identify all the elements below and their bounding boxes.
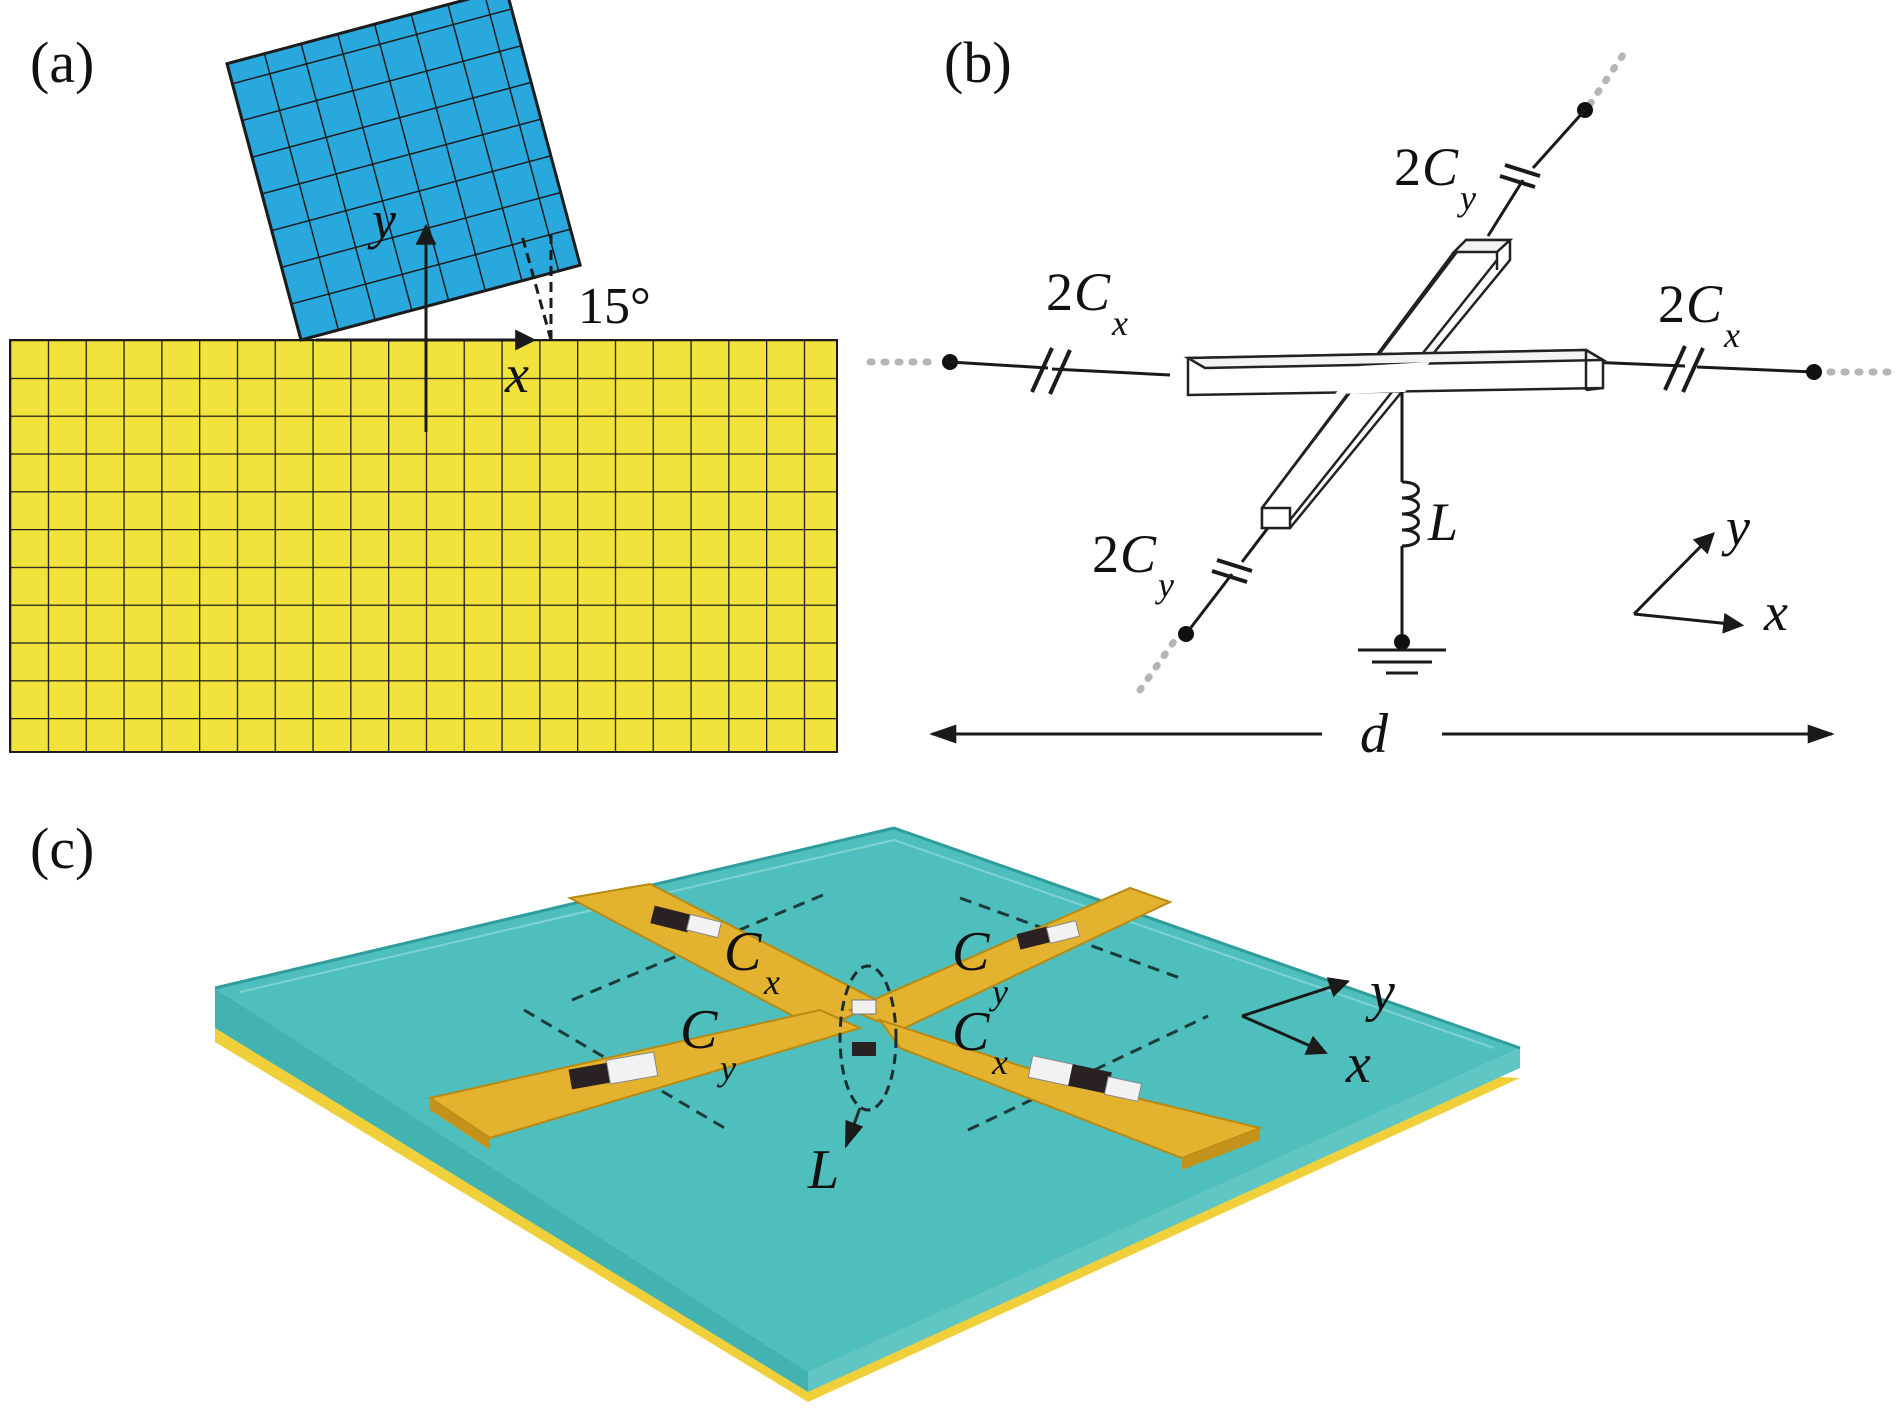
angle-indicator: 15° [519,228,651,341]
cap-c-ll-subscript: y [717,1048,736,1088]
cap-label-c-ul: C x [724,921,780,1002]
cap-left-symbol: C [1074,262,1111,322]
period-label: d [1360,703,1389,765]
unit-cell-guides [523,890,1209,1132]
cross-strip-resonator [1183,238,1608,530]
cap-right-subscript: x [1723,315,1740,355]
cap-c-ur-symbol: C [952,921,990,983]
cap-top-coef: 2 [1394,137,1421,197]
cap-left-coef: 2 [1046,262,1073,322]
panel-c-label: (c) [30,816,94,881]
axes-a: x y [316,190,537,432]
cap-c-ll-symbol: C [680,999,718,1061]
substrate-top [215,828,1520,1372]
chip-capacitor-ur [1016,920,1081,950]
cap-label-c-lr: C x [952,1001,1008,1082]
cap-label-bottom: 2 C y [1092,524,1174,605]
cap-label-top: 2 C y [1394,137,1476,218]
axes-c: y x [1241,961,1395,1095]
right-branch-wire [1587,345,1822,393]
cap-c-lr-symbol: C [952,1001,990,1063]
axis-y-label-c: y [1365,961,1395,1023]
bottom-lattice [9,339,838,753]
substrate-right-face [808,1048,1520,1392]
cap-top-subscript: y [1457,178,1476,218]
angle-label: 15° [578,278,651,335]
chip-capacitor-ll [568,1051,659,1090]
panel-c: (c) [30,816,1521,1402]
cap-left-subscript: x [1111,303,1128,343]
cap-right-symbol: C [1686,274,1723,334]
left-branch-wire [942,347,1171,395]
cap-bottom-subscript: y [1155,565,1174,605]
axis-x-label-b: x [1763,582,1788,642]
axis-x-label-a: x [504,344,529,404]
chip-capacitor-ul [650,905,723,939]
cap-label-left: 2 C x [1046,262,1128,343]
axis-y-label-b: y [1721,497,1750,557]
continuation-dots-bottom [1136,636,1179,694]
via-inductor: L [807,964,898,1201]
inductor-label-b: L [1427,492,1458,552]
cap-c-ur-subscript: y [989,972,1008,1012]
chip-capacitor-lr [1027,1055,1143,1102]
period-dimension: d [929,703,1835,765]
axes-b: y x [1632,497,1788,642]
cap-label-c-ur: C y [952,921,1008,1012]
cap-c-ul-symbol: C [724,921,762,983]
panel-a-label: (a) [30,30,94,95]
cap-label-c-ll: C y [680,999,736,1088]
cap-bottom-symbol: C [1120,524,1157,584]
cap-label-right: 2 C x [1658,274,1740,355]
continuation-dots-top [1586,48,1629,108]
axis-y-label-a: y [367,190,396,250]
cap-c-lr-subscript: x [991,1042,1008,1082]
cap-bottom-coef: 2 [1092,524,1119,584]
cap-top-symbol: C [1422,137,1459,197]
panel-b-label: (b) [944,30,1012,95]
top-branch-wire [1486,102,1593,237]
cap-right-coef: 2 [1658,274,1685,334]
axis-x-label-c: x [1345,1033,1371,1095]
inductor-branch [1358,392,1446,675]
substrate-left-face [215,988,808,1392]
bottom-branch-wire [1178,511,1282,642]
panel-b: (b) [866,30,1894,765]
cap-c-ul-subscript: x [763,962,780,1002]
metal-cross [427,882,1264,1170]
panel-a: (a) 15° x y [9,0,838,753]
top-lattice [225,0,582,342]
inductor-label-c: L [807,1139,839,1201]
